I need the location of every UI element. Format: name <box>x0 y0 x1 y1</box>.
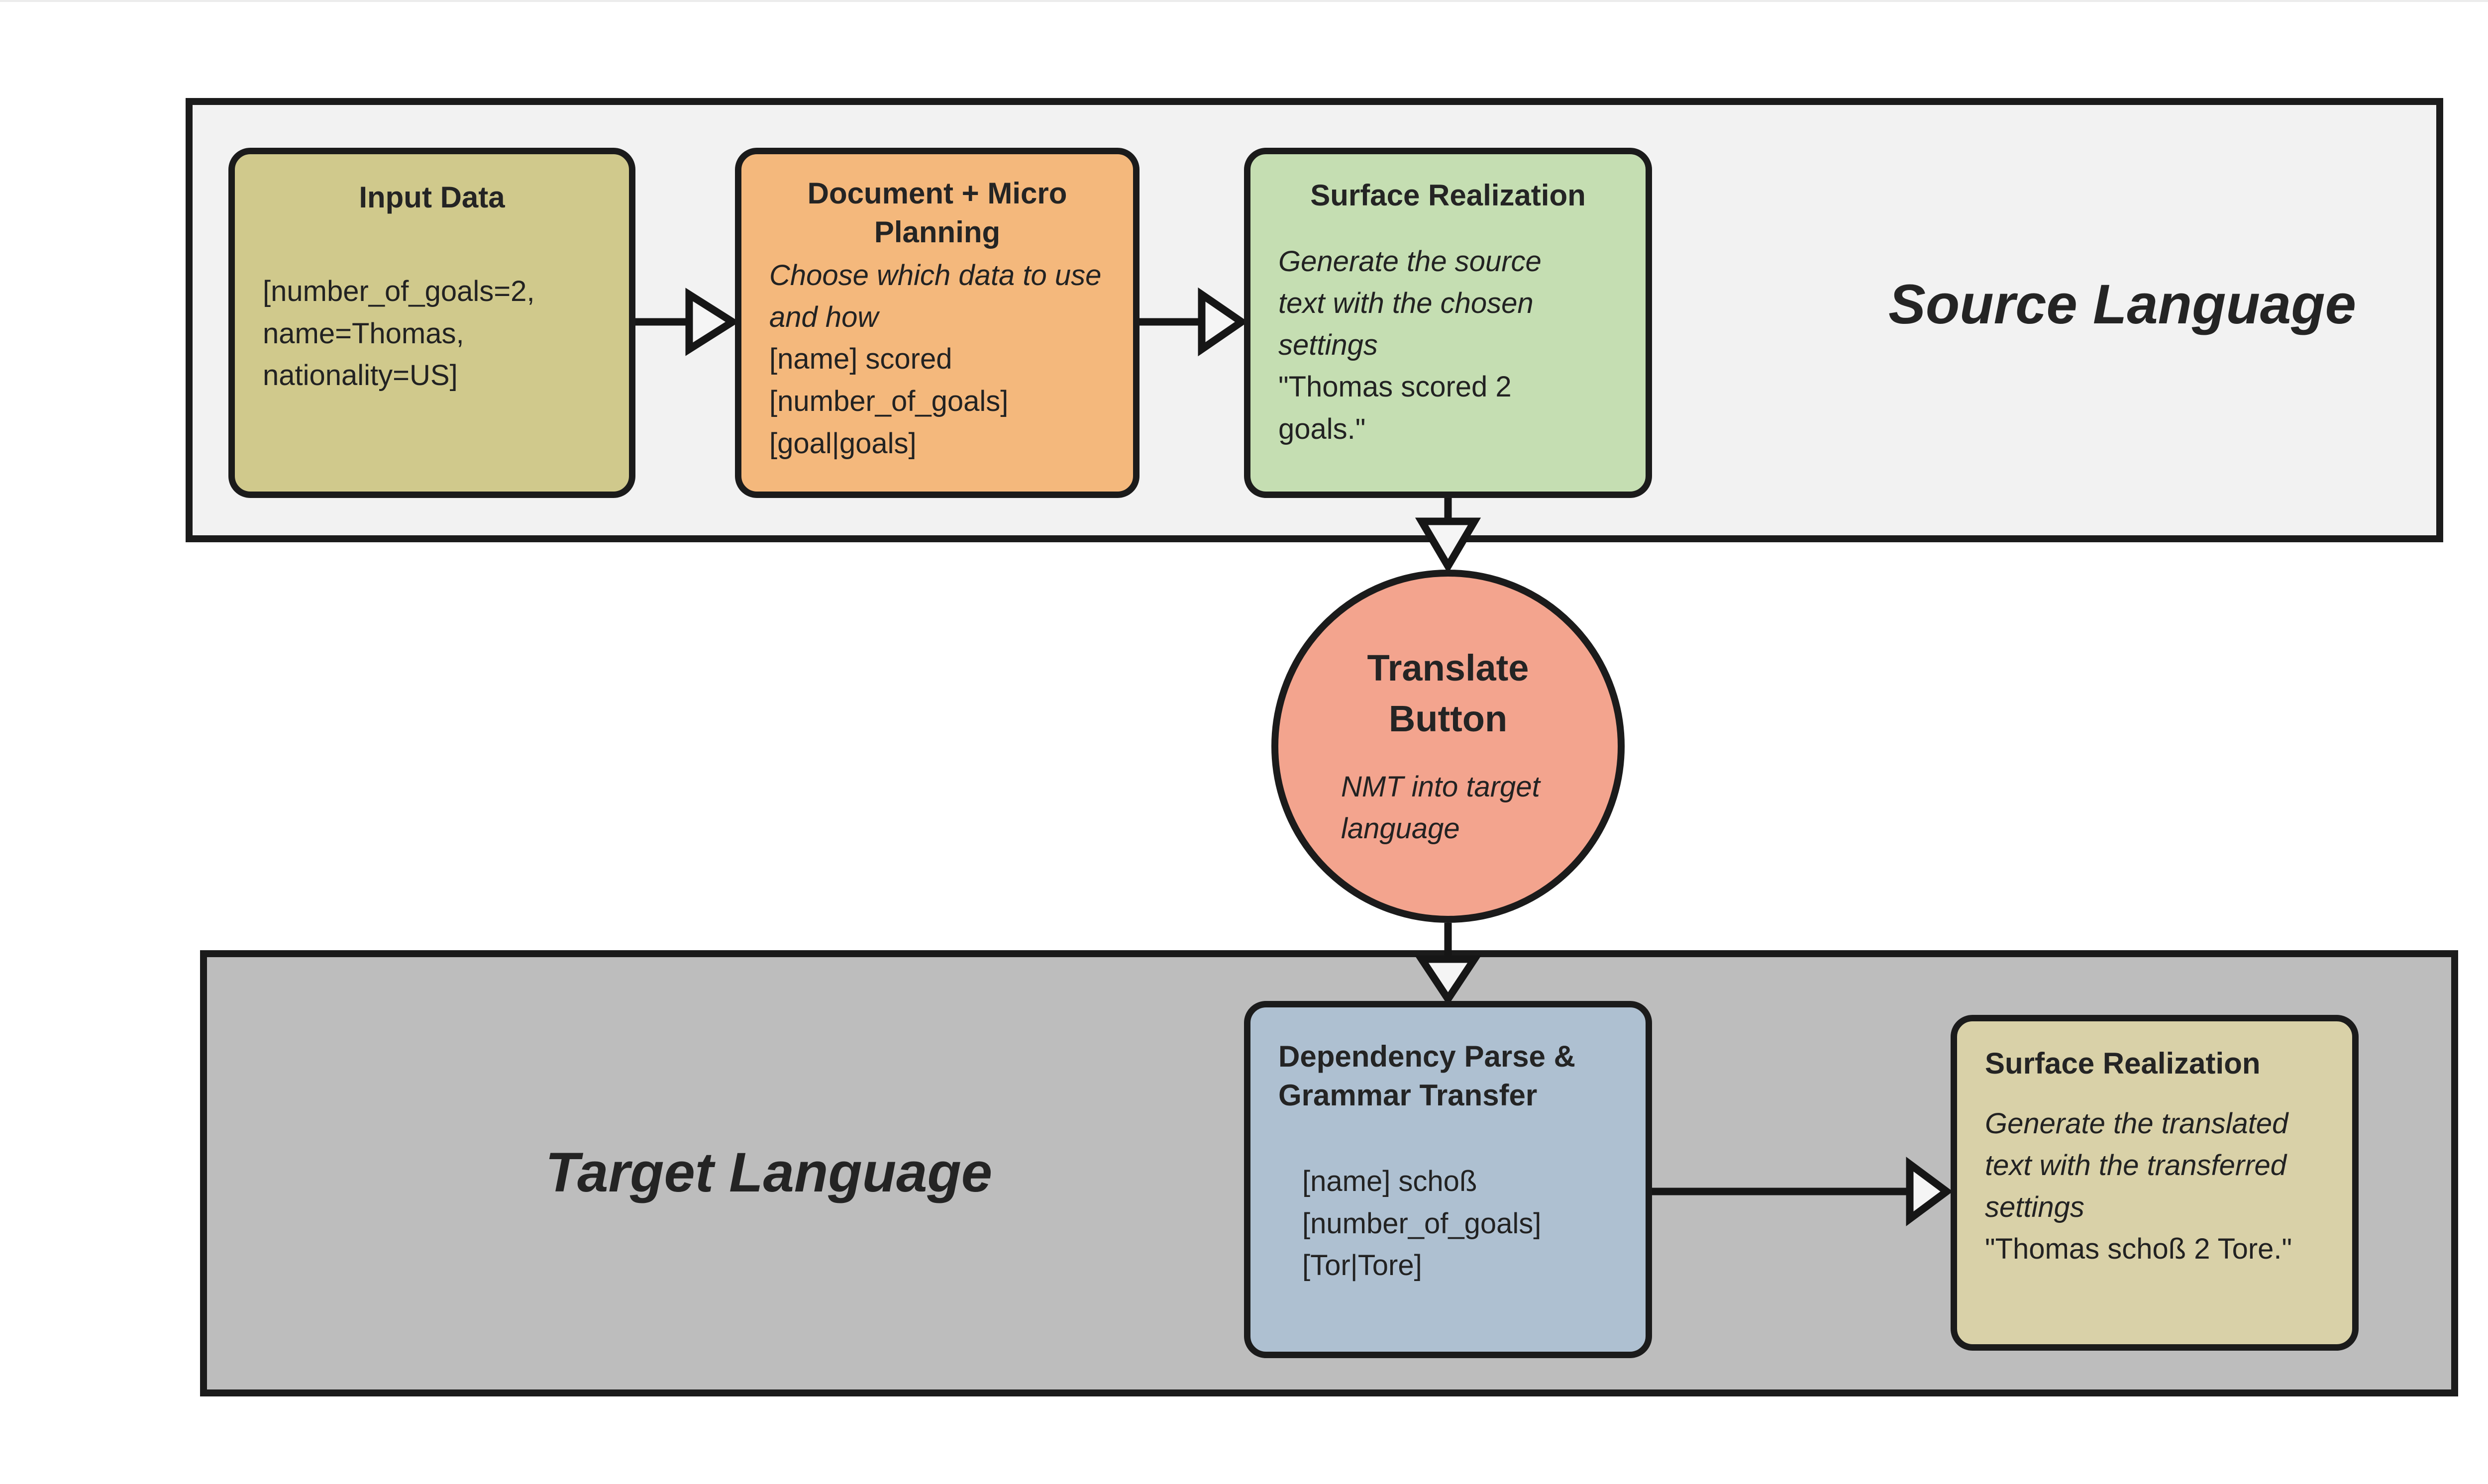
source-surface-realization-body: "Thomas scored 2 goals." <box>1278 371 1512 445</box>
translate-button-description: NMT into target language <box>1341 771 1540 845</box>
target-surface-realization-node: Surface Realization Generate the transla… <box>1951 1015 2359 1351</box>
document-micro-planning-body: [name] scored [number_of_goals] [goal|go… <box>769 343 1009 460</box>
target-surface-realization-description: Generate the translated text with the tr… <box>1985 1107 2288 1224</box>
target-surface-realization-body: "Thomas schoß 2 Tore." <box>1985 1233 2292 1266</box>
source-surface-realization-node: Surface Realization Generate the source … <box>1244 148 1652 498</box>
source-surface-realization-title: Surface Realization <box>1310 179 1586 212</box>
translate-button-title: Translate Button <box>1367 647 1529 739</box>
target-language-label: Target Language <box>545 1141 993 1203</box>
input-data-body: [number_of_goals=2, name=Thomas, nationa… <box>263 275 535 392</box>
dependency-parse-body: [name] schoß [number_of_goals] [Tor|Tore… <box>1302 1165 1542 1282</box>
document-micro-planning-node: Document + Micro Planning Choose which d… <box>735 148 1140 498</box>
document-micro-planning-description: Choose which data to use and how <box>769 259 1102 334</box>
dependency-parse-node: Dependency Parse & Grammar Transfer [nam… <box>1244 1001 1652 1358</box>
translate-button-node: Translate Button NMT into target languag… <box>1271 570 1625 923</box>
document-micro-planning-title: Document + Micro Planning <box>807 177 1067 249</box>
source-language-label: Source Language <box>1888 273 2356 335</box>
dependency-parse-title: Dependency Parse & Grammar Transfer <box>1278 1040 1575 1112</box>
source-surface-realization-description: Generate the source text with the chosen… <box>1278 245 1542 362</box>
input-data-node: Input Data [number_of_goals=2, name=Thom… <box>228 148 635 498</box>
window-top-edge <box>0 0 2488 2</box>
input-data-title: Input Data <box>359 181 505 214</box>
target-surface-realization-title: Surface Realization <box>1985 1047 2261 1080</box>
